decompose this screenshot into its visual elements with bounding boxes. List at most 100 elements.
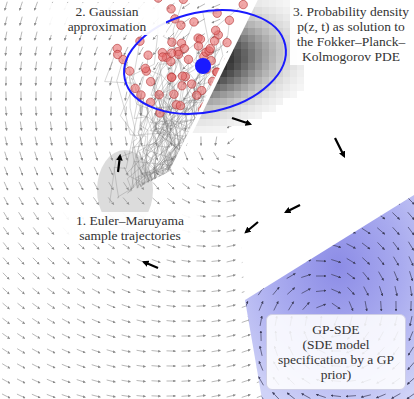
field-arrow: [349, 122, 353, 130]
field-arrow: [302, 289, 311, 294]
field-arrow: [185, 316, 187, 326]
field-arrow: [65, 301, 67, 311]
density-cell: [150, 35, 157, 42]
field-arrow: [95, 152, 98, 161]
density-cell: [255, 84, 262, 91]
field-arrow: [271, 170, 281, 171]
field-arrow: [94, 286, 97, 295]
field-arrow: [18, 273, 24, 279]
field-arrow: [17, 364, 25, 368]
field-arrow: [122, 259, 130, 263]
field-arrow: [350, 212, 352, 221]
trajectory: [142, 63, 238, 225]
field-arrow: [316, 125, 326, 127]
field-arrow: [257, 259, 265, 263]
field-arrow: [167, 365, 176, 366]
field-arrow: [316, 245, 326, 247]
field-arrow: [155, 331, 156, 341]
field-arrow: [94, 271, 98, 280]
field-arrow: [317, 78, 324, 83]
field-arrow: [109, 47, 113, 55]
field-arrow: [347, 273, 355, 279]
field-arrow: [350, 152, 352, 161]
field-arrow: [125, 301, 128, 311]
field-arrow: [50, 301, 52, 311]
trajectory: [165, 49, 254, 218]
field-arrow: [110, 77, 112, 86]
trajectory: [145, 102, 166, 223]
field-arrow: [407, 378, 414, 385]
field-arrow: [137, 350, 146, 351]
field-arrow: [94, 47, 97, 55]
field-arrow: [64, 271, 68, 280]
field-arrow: [95, 346, 97, 356]
field-arrow: [110, 107, 111, 116]
field-arrow: [167, 260, 176, 262]
field-arrow: [407, 153, 414, 159]
field-arrow: [212, 290, 221, 291]
field-arrow: [392, 153, 400, 158]
field-arrow: [409, 122, 413, 130]
field-arrow: [62, 319, 70, 323]
field-arrow: [319, 242, 324, 250]
field-arrow: [242, 365, 251, 368]
field-arrow: [408, 77, 413, 84]
field-arrow: [34, 2, 37, 10]
field-arrow: [155, 361, 157, 371]
field-arrow: [407, 197, 414, 204]
density-cell: [269, 84, 276, 91]
field-arrow: [79, 286, 82, 296]
field-arrow: [288, 258, 295, 264]
density-cell: [255, 28, 262, 35]
field-arrow: [362, 213, 371, 218]
field-arrow: [182, 365, 191, 366]
field-arrow: [17, 48, 25, 54]
field-arrow: [155, 301, 158, 311]
field-arrow: [272, 258, 281, 263]
trajectory: [154, 60, 249, 220]
field-arrow: [152, 198, 159, 205]
field-arrow: [197, 154, 206, 159]
density-cell: [276, 98, 283, 105]
field-arrow: [304, 197, 307, 205]
field-arrow: [257, 229, 266, 233]
field-arrow: [287, 394, 295, 398]
field-arrow: [47, 364, 55, 368]
field-arrow: [92, 258, 99, 263]
density-cell: [269, 105, 276, 112]
field-arrow: [256, 155, 266, 157]
field-arrow: [301, 110, 311, 112]
field-arrow: [80, 122, 81, 131]
field-arrow: [395, 182, 396, 191]
field-arrow: [241, 199, 250, 203]
density-cell: [262, 105, 269, 112]
field-arrow: [301, 185, 311, 186]
density-cell: [234, 49, 241, 56]
field-arrow: [271, 185, 281, 187]
field-arrow: [182, 183, 190, 189]
field-arrow: [213, 272, 218, 280]
field-arrow: [364, 287, 369, 296]
sample-point: [250, 45, 258, 53]
density-cell: [276, 49, 283, 56]
trajectory: [144, 91, 201, 222]
field-arrow: [271, 229, 280, 232]
field-arrow: [2, 78, 9, 85]
field-arrow: [379, 107, 384, 115]
field-arrow: [245, 361, 248, 371]
field-arrow: [124, 257, 129, 266]
field-arrow: [227, 320, 236, 322]
field-arrow: [259, 167, 263, 175]
field-arrow: [331, 110, 341, 112]
field-arrow: [92, 274, 100, 279]
density-cell: [269, 49, 276, 56]
field-arrow: [410, 167, 411, 176]
field-arrow: [92, 380, 101, 382]
density-cell: [262, 35, 269, 42]
field-arrow: [226, 184, 235, 188]
field-arrow: [17, 107, 24, 114]
field-arrow: [288, 108, 295, 114]
field-arrow: [395, 286, 397, 296]
field-arrow: [80, 137, 82, 146]
field-arrow: [377, 154, 386, 159]
